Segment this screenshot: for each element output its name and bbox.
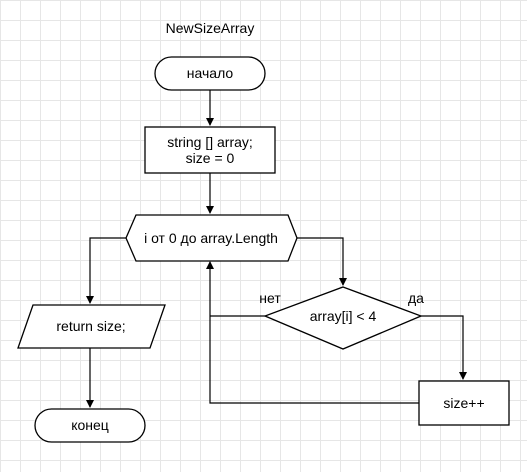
- edge-loop-to-condition: [297, 237, 347, 286]
- loop-hexagon-shape: [125, 214, 298, 262]
- init-process-shape: [144, 126, 276, 174]
- end-label: конец: [71, 417, 109, 433]
- edge-label-no: нет: [259, 290, 281, 306]
- edge-loop-exit: [86, 237, 126, 304]
- init-line-1: string [] array;: [167, 134, 253, 150]
- edges: [86, 90, 467, 408]
- node-start: начало: [154, 56, 266, 91]
- edge-condition-yes: [421, 315, 467, 380]
- start-label: начало: [187, 65, 234, 81]
- condition-label: array[i] < 4: [310, 308, 377, 324]
- return-io-shape: [17, 304, 166, 349]
- return-label: return size;: [56, 318, 125, 334]
- node-end: конец: [34, 408, 146, 443]
- increment-process-shape: [418, 380, 510, 426]
- node-increment: size++: [418, 380, 510, 426]
- increment-label: size++: [443, 395, 484, 411]
- init-line-2: size = 0: [186, 150, 235, 166]
- node-loop: i от 0 до array.Length: [125, 214, 298, 262]
- loop-label: i от 0 до array.Length: [144, 230, 278, 246]
- node-condition: array[i] < 4: [263, 286, 423, 350]
- edge-increment-back-to-loop: [206, 261, 419, 404]
- condition-diamond-shape: [263, 286, 423, 350]
- diagram-title: NewSizeArray: [166, 20, 255, 36]
- start-terminator-shape: [154, 56, 266, 91]
- end-terminator-shape: [34, 408, 146, 443]
- node-return: return size;: [17, 304, 166, 349]
- edge-label-yes: да: [408, 290, 424, 306]
- node-init: string [] array; size = 0: [144, 126, 276, 174]
